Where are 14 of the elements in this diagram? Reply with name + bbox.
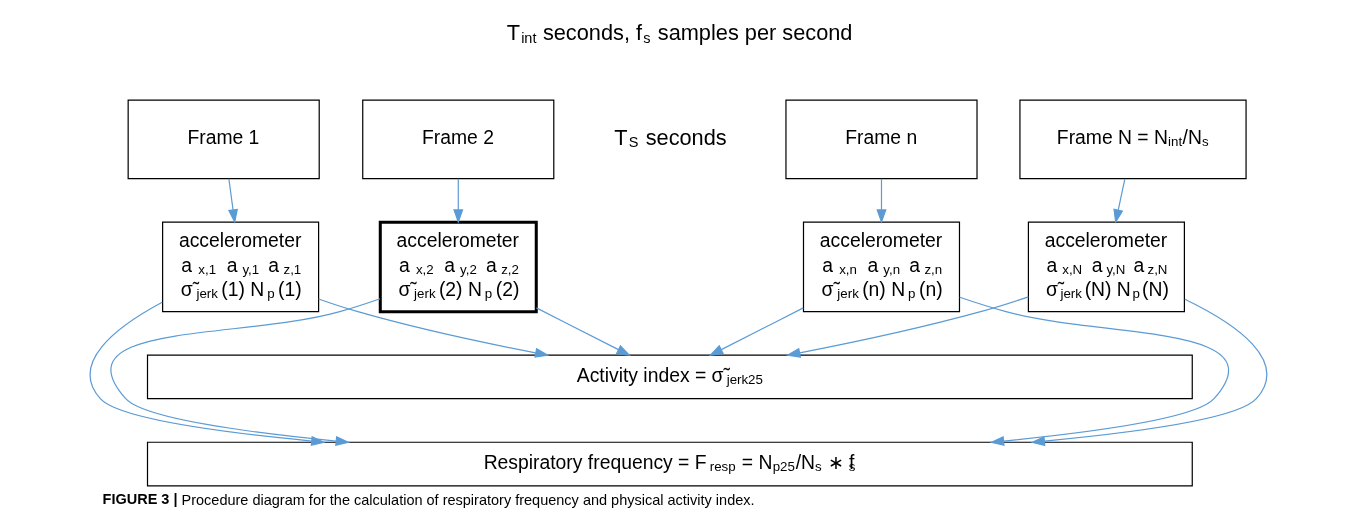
- arrow: [535, 307, 631, 356]
- arrow: [453, 178, 464, 224]
- caption: FIGURE 3 | Procedure diagram for the calculation of respiratory frequency and physical activity index.: [102, 491, 755, 509]
- node-box: Frame n: [785, 99, 978, 180]
- arrow: [876, 178, 887, 224]
- arrow: [1030, 298, 1268, 447]
- arrow: [227, 178, 239, 224]
- arrow: [959, 296, 1230, 447]
- node-box: Frame 1: [127, 99, 320, 180]
- node-box: Frame 2: [362, 99, 555, 180]
- arrow: [1113, 178, 1126, 224]
- arrow: [708, 307, 804, 356]
- arrow: [318, 298, 550, 358]
- arrow: [785, 296, 1029, 358]
